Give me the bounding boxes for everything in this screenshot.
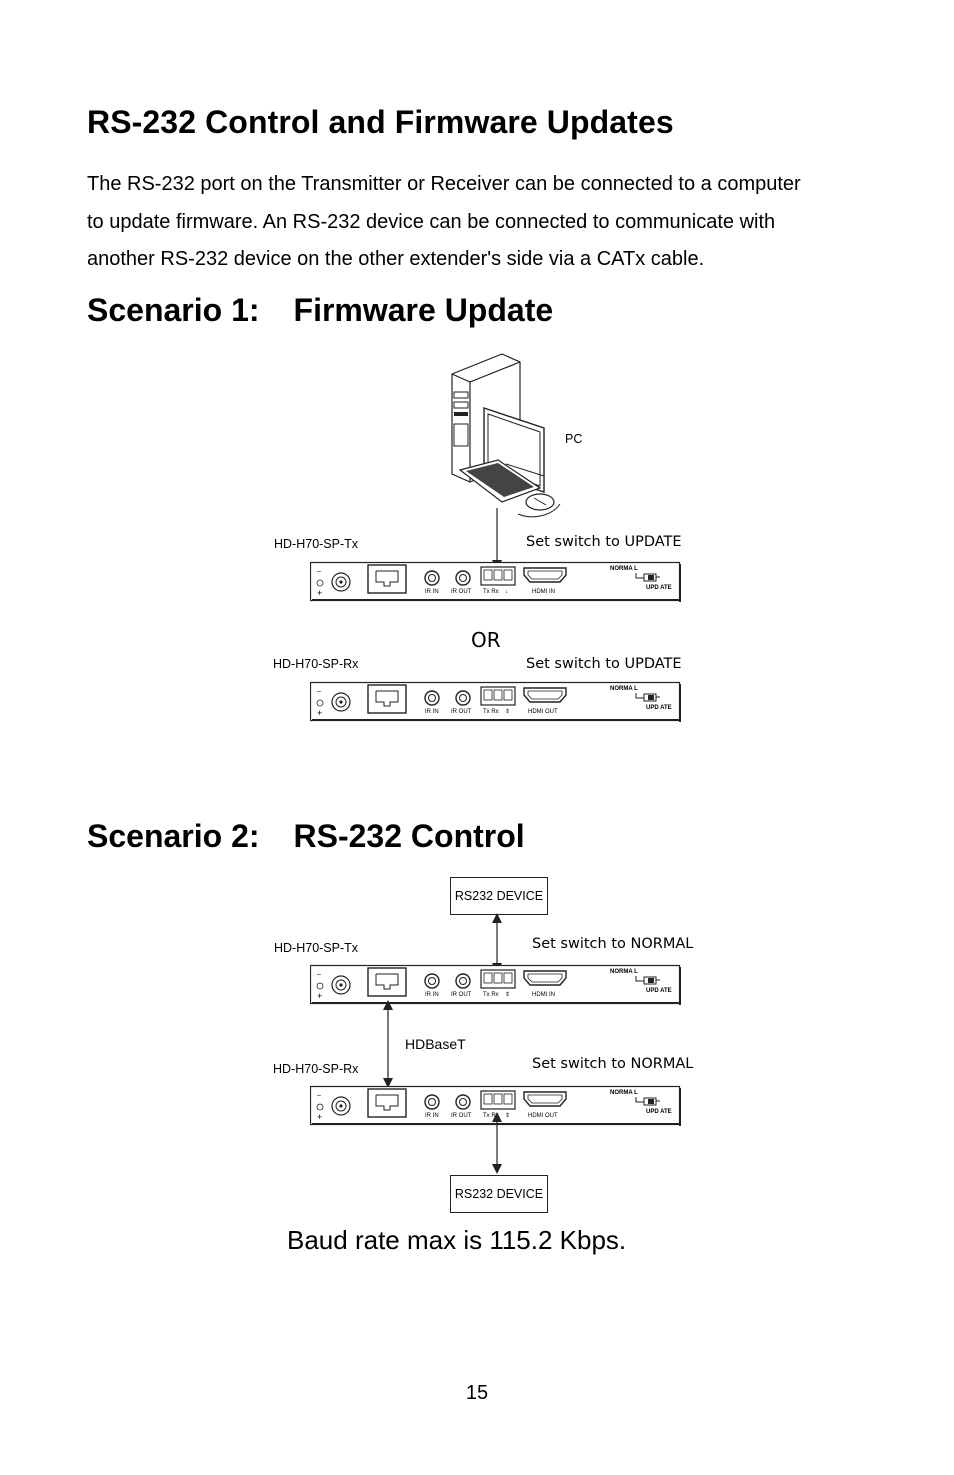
svg-text:⇕: ⇕ [505, 708, 510, 715]
svg-text:–: – [317, 1092, 321, 1099]
hdmi-label: HDMI OUT [528, 1113, 558, 1119]
s1-tx-note: Set switch to UPDATE [526, 534, 682, 550]
scenario2-title: RS-232 Control [293, 818, 525, 854]
hdmi-label: HDMI IN [532, 992, 555, 998]
ir-in-label: IR IN [425, 709, 439, 715]
scenario2-number: Scenario 2: [87, 818, 260, 854]
pc-icon [451, 353, 561, 518]
s2-tx-note: Set switch to NORMAL [532, 936, 694, 952]
intro-line: to update firmware. An RS-232 device can… [87, 210, 776, 233]
svg-text:+: + [317, 991, 322, 1001]
baud-rate-note: Baud rate max is 115.2 Kbps. [287, 1225, 627, 1255]
s1-rx-panel: – + IR IN IR OUT Tx Rx ⇕ HDMI OUT NORMA L… [309, 680, 682, 729]
or-label: OR [471, 628, 501, 652]
pc-label: PC [565, 432, 583, 446]
hdmi-label: HDMI OUT [528, 709, 558, 715]
scenario2-heading: Scenario 2: RS-232 Control [87, 818, 525, 855]
ir-out-label: IR OUT [451, 1113, 472, 1119]
normal-label: NORMA L [610, 1090, 638, 1096]
normal-label: NORMA L [610, 566, 638, 572]
ir-out-label: IR OUT [451, 709, 472, 715]
scenario1-number: Scenario 1: [87, 292, 260, 328]
svg-text:–: – [317, 971, 321, 978]
txrx-label: Tx Rx [483, 992, 499, 998]
ir-in-label: IR IN [425, 589, 439, 595]
update-label: UPD ATE [646, 585, 672, 591]
svg-text:–: – [317, 568, 321, 575]
s2-rx-label: HD-H70-SP-Rx [273, 1062, 359, 1076]
intro-paragraph: The RS-232 port on the Transmitter or Re… [87, 166, 887, 279]
s2-tx-panel: –+ IR IN IR OUT Tx Rx ⇕ HDMI IN NORMA L … [309, 963, 682, 1012]
page-heading: RS-232 Control and Firmware Updates [87, 104, 674, 140]
svg-text:⇕: ⇕ [505, 1112, 510, 1119]
update-label: UPD ATE [646, 1109, 672, 1115]
svg-text:–: – [317, 688, 321, 695]
rs232-device-top: RS232 DEVICE [450, 877, 548, 915]
s2-tx-label: HD-H70-SP-Tx [274, 941, 359, 955]
txrx-label: Tx Rx [483, 1113, 499, 1119]
s1-rx-label: HD-H70-SP-Rx [273, 657, 359, 671]
intro-line: The RS-232 port on the Transmitter or Re… [87, 173, 801, 195]
update-label: UPD ATE [646, 705, 672, 711]
page-number: 15 [465, 1382, 489, 1404]
ir-out-label: IR OUT [451, 589, 472, 595]
ir-in-label: IR IN [425, 1113, 439, 1119]
intro-line: another RS-232 device on the other exten… [87, 248, 705, 270]
s2-rx-note: Set switch to NORMAL [532, 1056, 694, 1072]
txrx-label: Tx Rx [483, 709, 499, 715]
s1-tx-panel: –+ IR IN IR OUT Tx Rx ↓ HDMI IN NORMA L … [309, 560, 682, 609]
s1-rx-note: Set switch to UPDATE [526, 656, 682, 672]
svg-text:⇕: ⇕ [505, 991, 510, 998]
normal-label: NORMA L [610, 686, 638, 692]
update-label: UPD ATE [646, 988, 672, 994]
svg-text:↓: ↓ [505, 589, 508, 595]
rs232-device-bottom: RS232 DEVICE [450, 1175, 548, 1213]
txrx-label: Tx Rx [483, 589, 499, 595]
hdbaset-label: HDBaseT [405, 1036, 466, 1052]
svg-text:+: + [317, 708, 322, 718]
hdbaset-link-arrow [383, 1000, 393, 1088]
ir-out-label: IR OUT [451, 992, 472, 998]
s1-tx-label: HD-H70-SP-Tx [274, 537, 359, 551]
scenario1-heading: Scenario 1: Firmware Update [87, 292, 553, 329]
scenario1-title: Firmware Update [293, 292, 554, 328]
normal-label: NORMA L [610, 969, 638, 975]
rx-to-device-arrow [492, 1112, 502, 1174]
svg-text:+: + [317, 1112, 322, 1122]
svg-text:+: + [317, 588, 322, 598]
hdmi-label: HDMI IN [532, 589, 555, 595]
ir-in-label: IR IN [425, 992, 439, 998]
